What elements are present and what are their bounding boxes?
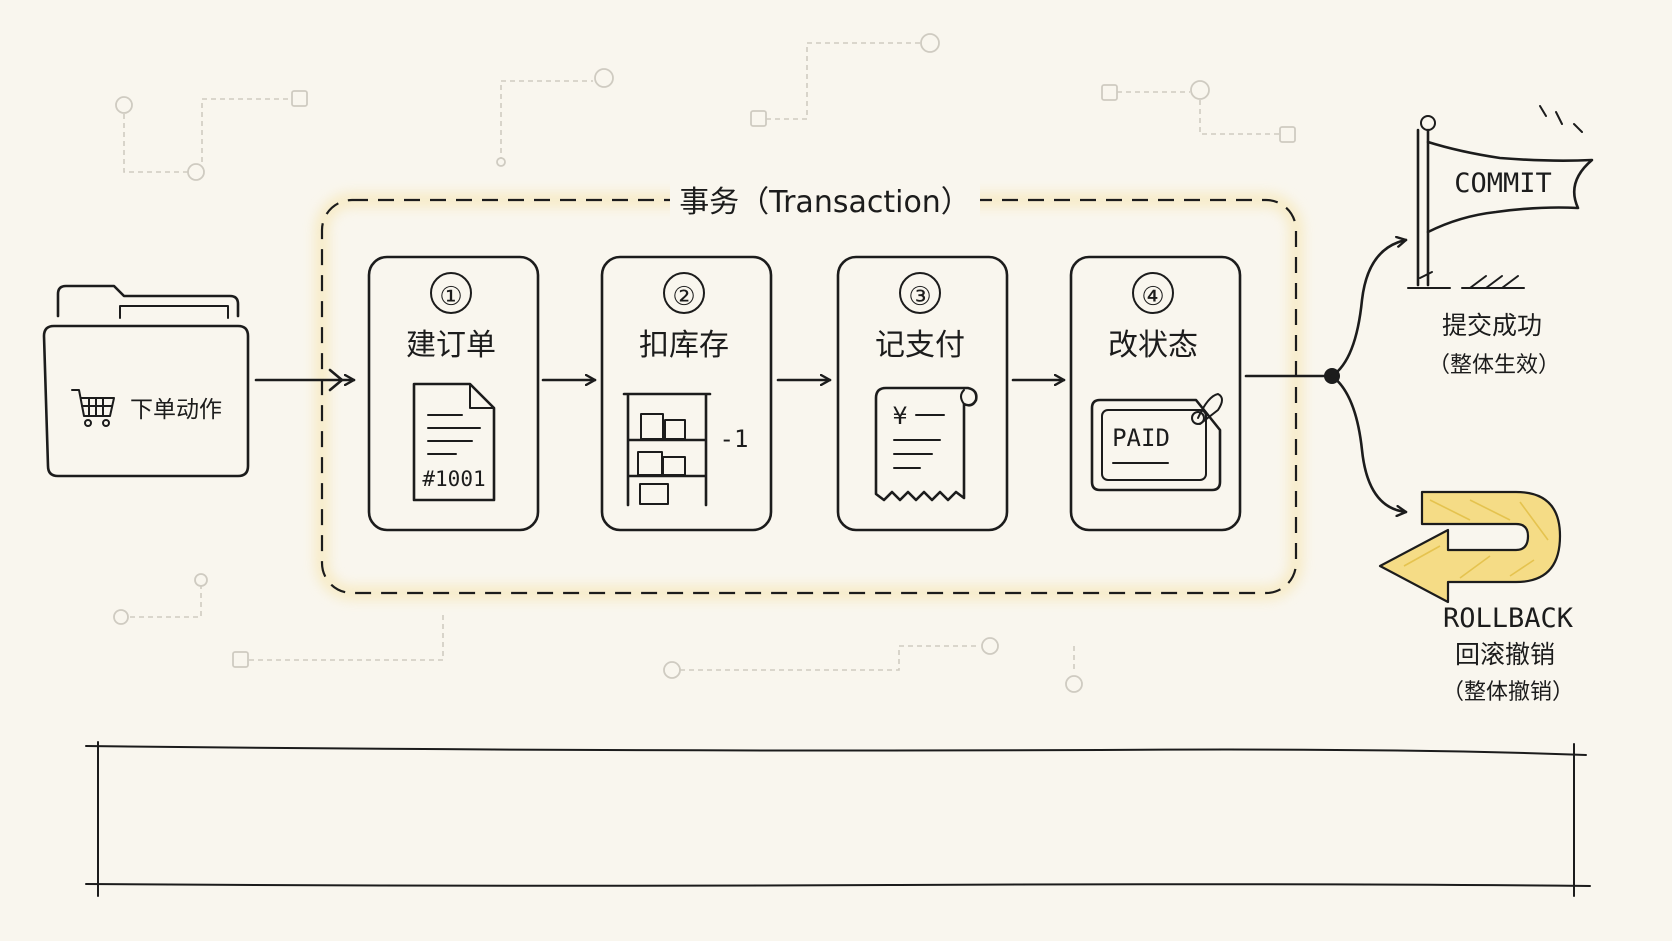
step-number: ② [672, 282, 695, 312]
order-action-source: 下单动作 [42, 284, 250, 478]
shopping-cart-icon [71, 389, 115, 427]
flag-icon [1407, 105, 1594, 289]
warehouse-shelf-icon: -1 [622, 392, 749, 507]
transaction-title: 事务（Transaction） [679, 185, 971, 220]
step-card: ② 扣库存 -1 [600, 255, 773, 532]
commit-flag-text: COMMIT [1454, 168, 1552, 199]
bottom-empty-banner [85, 741, 1591, 897]
transaction-boundary: 事务（Transaction） [315, 178, 1303, 600]
arrow-source-to-step1 [254, 368, 356, 392]
step-card: ① 建订单 #1001 [367, 255, 540, 532]
currency-symbol: ¥ [892, 402, 907, 430]
commit-outcome: COMMIT 提交成功 （整体生效） [1407, 105, 1594, 378]
u-turn-arrow-icon [1378, 490, 1562, 604]
step-number: ① [439, 282, 462, 312]
source-label: 下单动作 [130, 397, 222, 423]
commit-label: 提交成功 [1442, 311, 1542, 340]
rollback-title: ROLLBACK [1443, 603, 1574, 634]
receipt-icon: ¥ [874, 386, 978, 502]
rollback-outcome: ROLLBACK 回滚撤销 （整体撤销） [1378, 490, 1574, 705]
price-tag-icon: PAID [1090, 393, 1223, 492]
rollback-label: 回滚撤销 [1455, 640, 1555, 669]
stock-decrement: -1 [720, 425, 749, 453]
step-label: 改状态 [1108, 328, 1198, 363]
commit-sublabel: （整体生效） [1428, 353, 1560, 378]
folder-icon [42, 284, 250, 478]
paid-label: PAID [1112, 424, 1170, 452]
step-label: 扣库存 [639, 328, 729, 363]
step-number: ④ [1141, 282, 1164, 312]
outcome-branch [1244, 240, 1408, 512]
order-number: #1001 [422, 467, 485, 491]
step-card: ③ 记支付 ¥ [836, 255, 1009, 532]
step-number: ③ [908, 282, 931, 312]
document-icon: #1001 [412, 382, 496, 502]
step-label: 记支付 [875, 328, 965, 363]
background-circuit-decoration [113, 33, 1296, 693]
rollback-sublabel: （整体撤销） [1442, 680, 1574, 705]
step-card: ④ 改状态 PAID [1069, 255, 1242, 532]
step-label: 建订单 [406, 328, 496, 363]
